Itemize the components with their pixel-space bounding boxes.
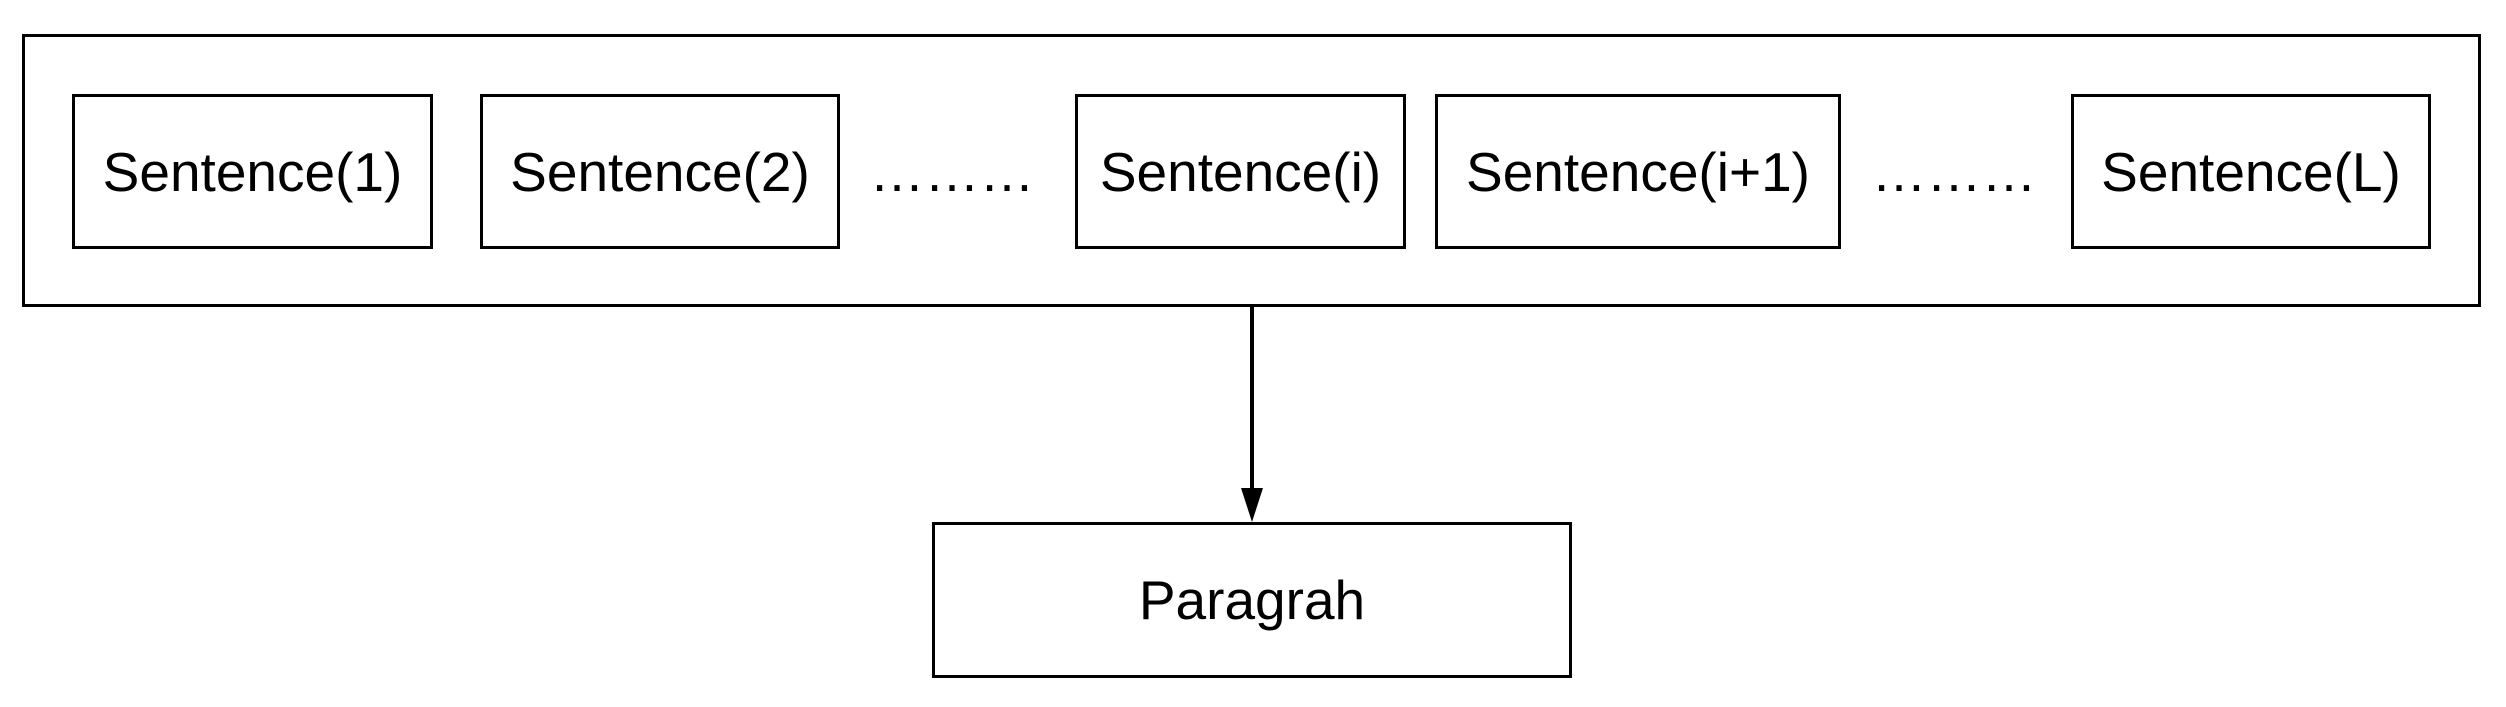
sentence-1-label: Sentence(1) [102, 140, 403, 203]
ellipsis-right: ……… [1864, 94, 2044, 249]
paragraph-box: Paragrah [932, 522, 1572, 678]
sentence-i-plus-1-box: Sentence(i+1) [1435, 94, 1841, 249]
sentence-1-box: Sentence(1) [72, 94, 433, 249]
ellipsis-left: ……… [862, 94, 1042, 249]
sentence-i-box: Sentence(i) [1075, 94, 1406, 249]
sentence-i-label: Sentence(i) [1099, 140, 1382, 203]
sentence-l-label: Sentence(L) [2101, 140, 2401, 203]
sentences-container [22, 34, 2481, 307]
sentence-i-plus-1-label: Sentence(i+1) [1466, 140, 1810, 203]
sentence-2-label: Sentence(2) [510, 140, 810, 203]
ellipsis-right-label: ……… [1871, 140, 2037, 203]
connector-arrowhead [1241, 488, 1263, 522]
sentence-2-box: Sentence(2) [480, 94, 840, 249]
paragraph-label: Paragrah [1138, 569, 1366, 631]
ellipsis-left-label: ……… [869, 140, 1035, 203]
sentence-l-box: Sentence(L) [2071, 94, 2431, 249]
